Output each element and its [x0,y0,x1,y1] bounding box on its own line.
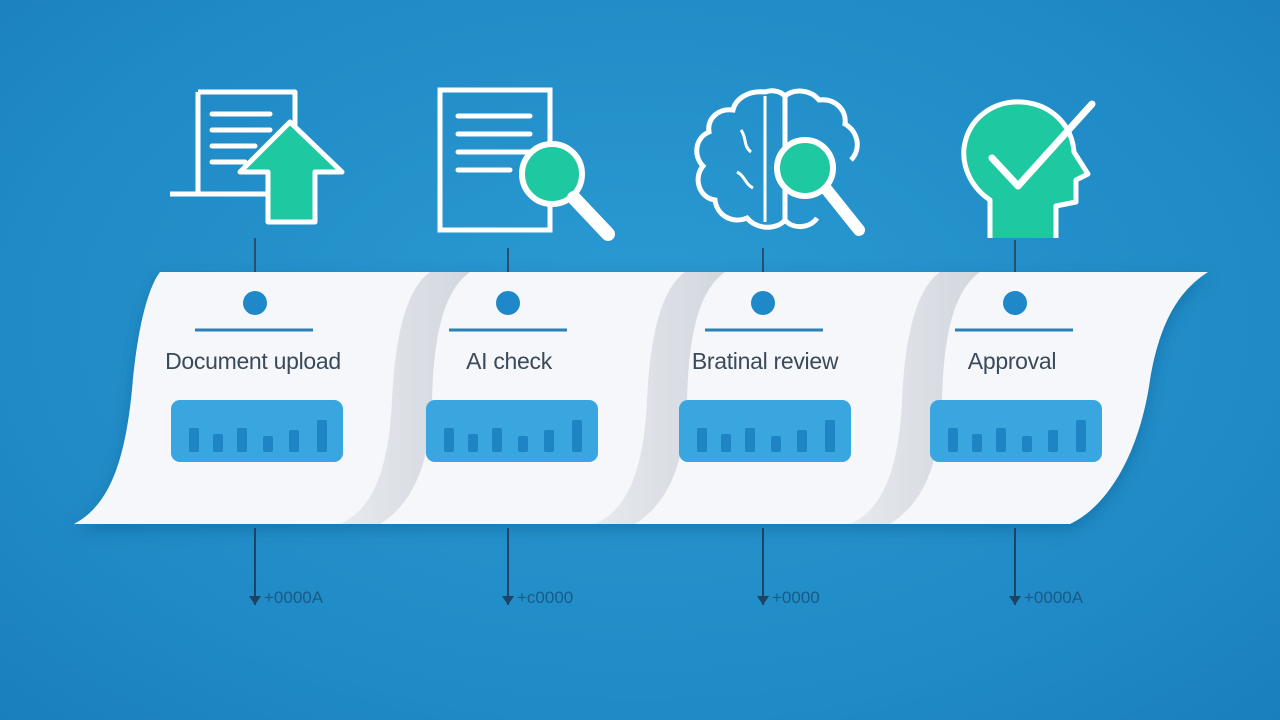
head-check-icon [950,82,1150,242]
connector-lines-bottom [254,528,1016,605]
stage-label-approval: Approval [967,348,1057,374]
stage-markers [243,291,1027,315]
stage-value-review: +0000 [772,588,820,607]
stage-badge-review [679,400,851,472]
stage-value-document-upload: +0000A [264,588,324,607]
document-search-icon [430,82,630,242]
stage-label-ai-check: AI check [466,348,552,374]
stage-badge-approval [930,400,1102,472]
brain-search-icon [685,82,885,242]
stage-badge-document-upload [171,400,343,472]
stage-value-ai-check: +c0000 [517,588,574,607]
document-upload-icon [160,82,360,242]
stage-value-approval: +0000A [1024,588,1084,607]
stage-label-document-upload: Document upload [165,348,341,374]
stage-label-review: Bratinal review [691,348,839,374]
stage-badge-ai-check [426,400,598,472]
